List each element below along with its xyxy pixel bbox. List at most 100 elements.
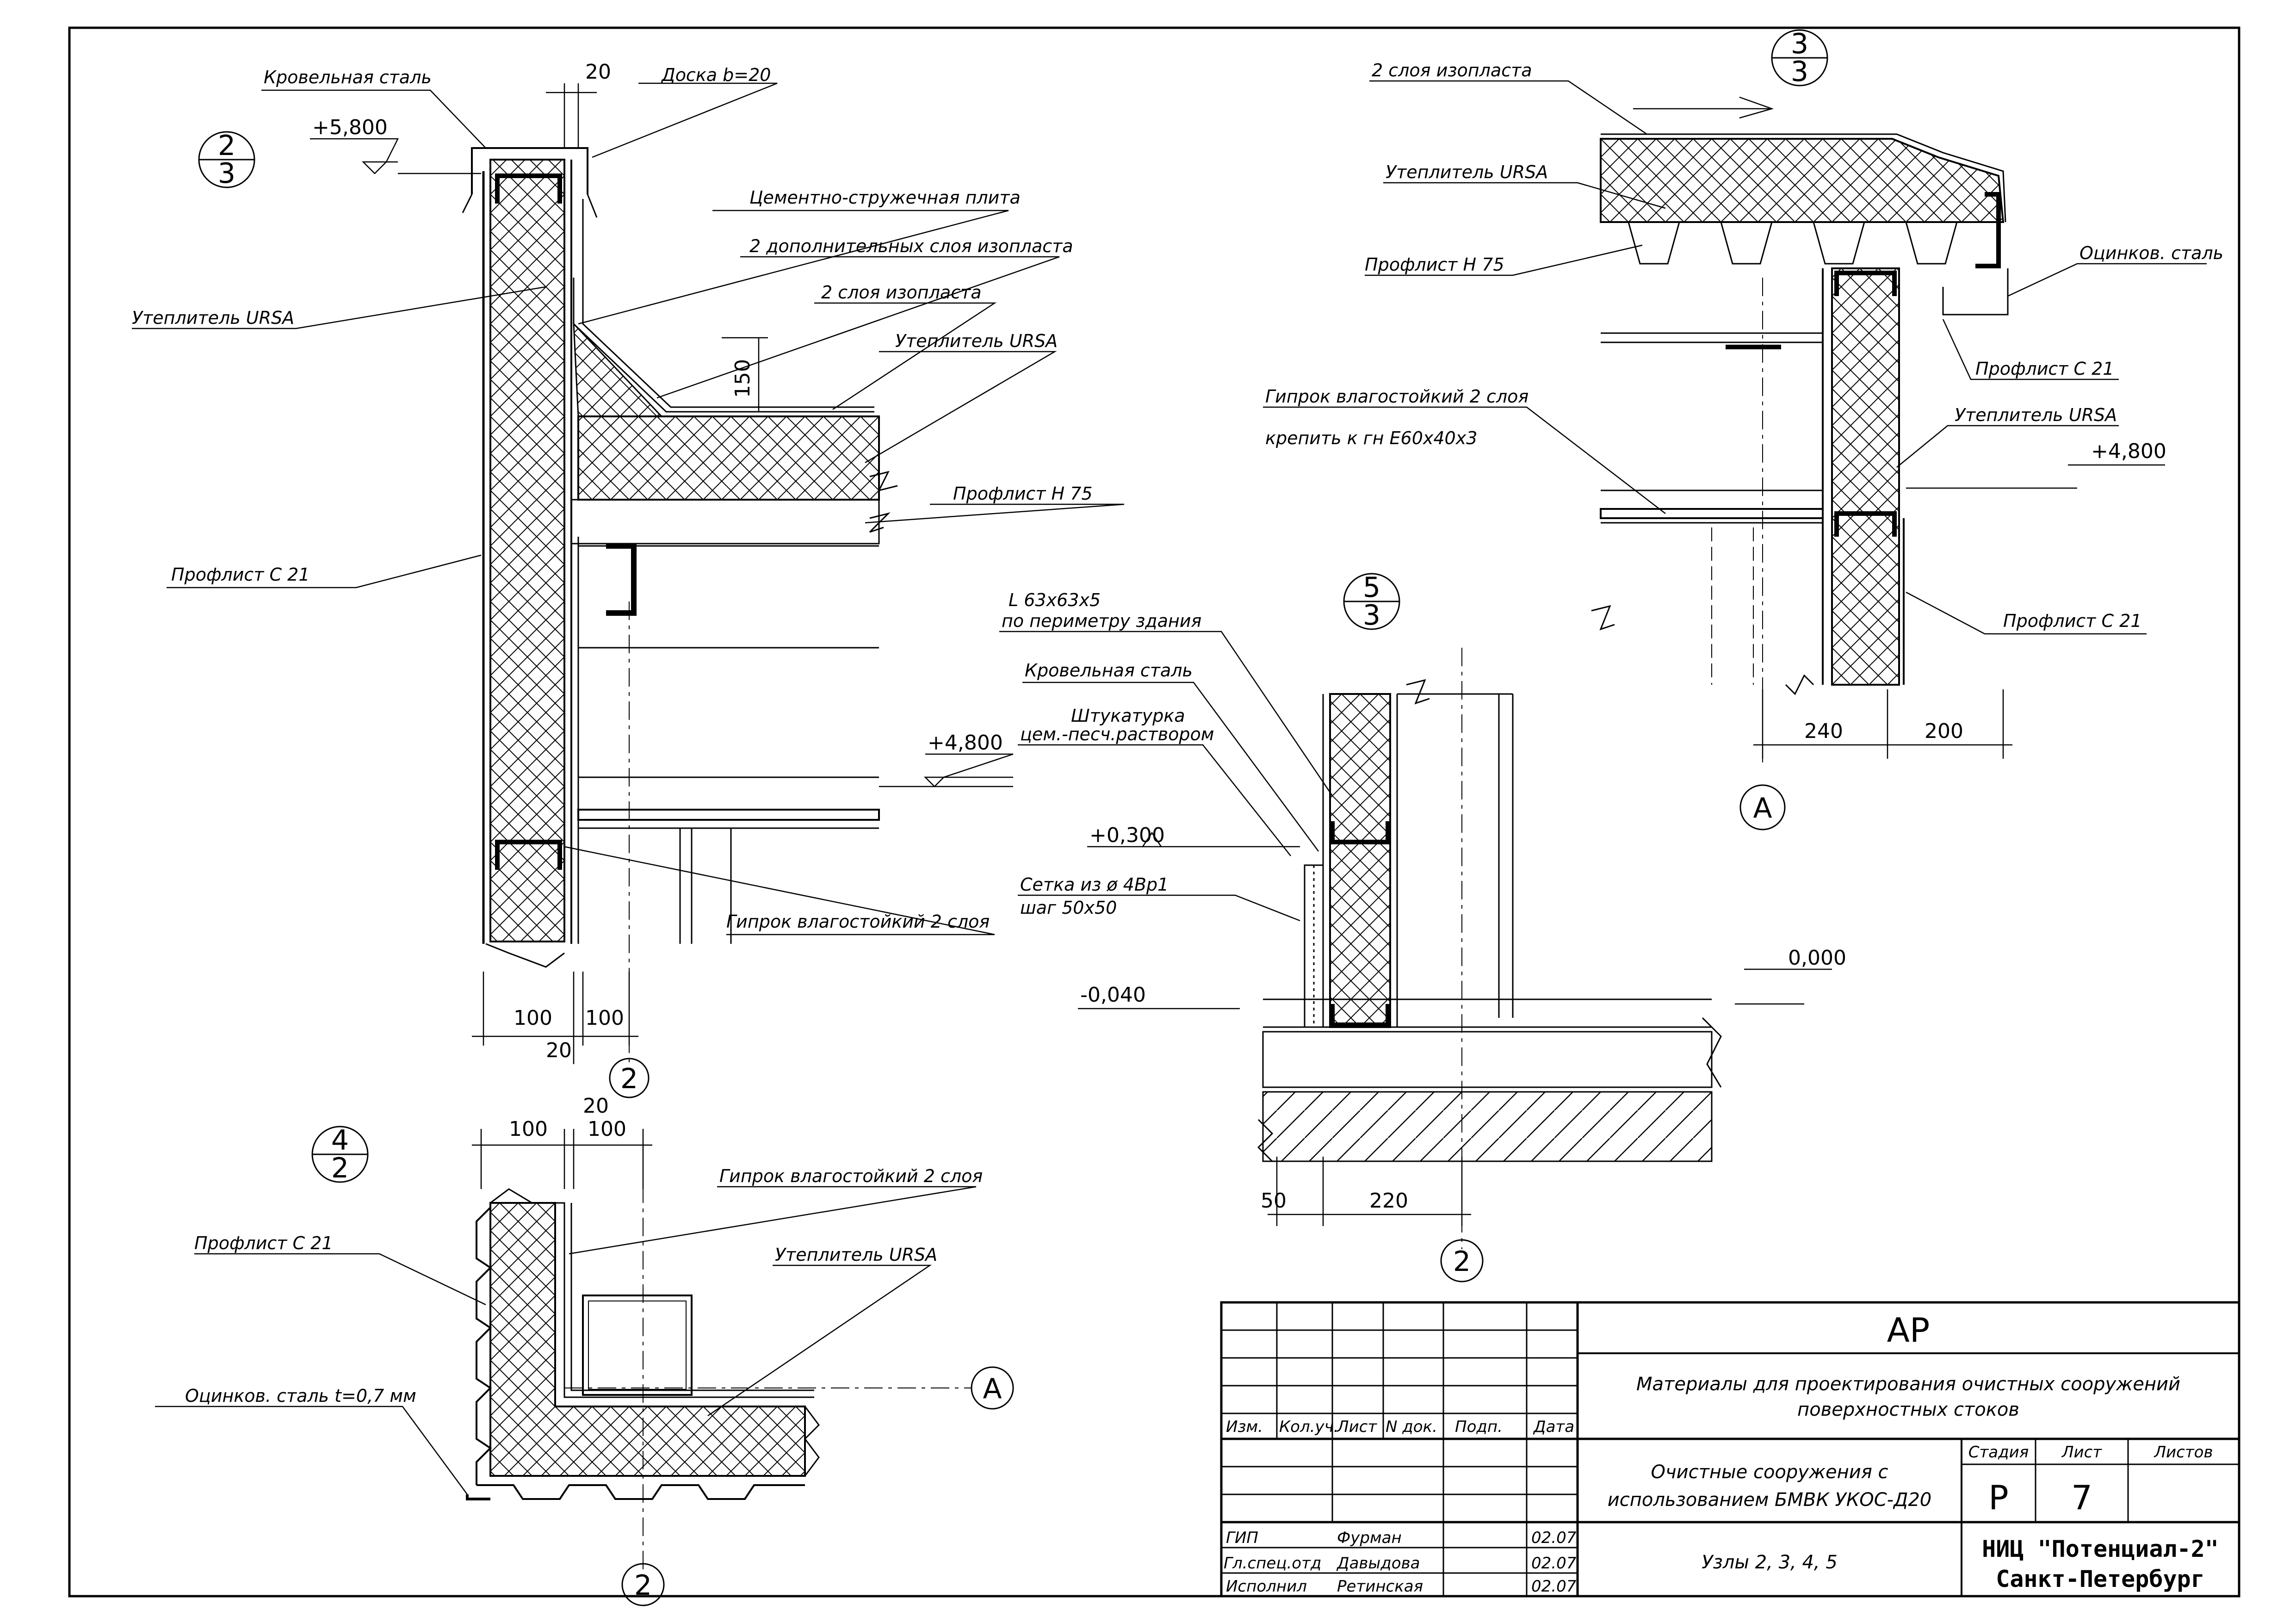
node42-bubble-top: 4	[331, 1124, 349, 1157]
node-3-3	[1591, 133, 2009, 763]
node23-texts: 2 3 Кровельная сталь 20 Доска b=20 +5,80…	[132, 60, 1093, 1095]
node53-level2: -0,040	[1080, 983, 1146, 1007]
node23-ins-right: Утеплитель URSA	[895, 331, 1058, 351]
node23-roof-insulation	[577, 415, 880, 501]
tb-header-stage: Стадия	[1968, 1443, 2029, 1462]
tb-r2-date: 02.07	[1531, 1554, 1577, 1573]
node42-axis-a: А	[983, 1373, 1002, 1405]
tb-r3-role: Исполнил	[1226, 1577, 1307, 1596]
tb-r2-role: Гл.спец.отд	[1224, 1554, 1321, 1573]
sheet-border	[68, 26, 2240, 1598]
node33-prof-n75: Профлист Н 75	[1365, 254, 1504, 275]
tb-object2: использованием БМВК УКОС-Д20	[1608, 1489, 1932, 1511]
node23-axis: 2	[620, 1063, 638, 1095]
node-4-2	[466, 1184, 972, 1573]
node33-dim-200: 200	[1925, 719, 1963, 743]
node33-dim-240: 240	[1804, 719, 1843, 743]
node23-bubble-bottom: 3	[218, 157, 235, 190]
tb-r1-name: Фурман	[1337, 1529, 1402, 1547]
tb-header-ndoc: N док.	[1386, 1418, 1437, 1436]
node23-dim-20b: 20	[546, 1039, 572, 1062]
node42-gyp: Гипрок влагостойкий 2 слоя	[719, 1166, 983, 1186]
node23-dim-100b: 100	[585, 1006, 624, 1030]
node53-bubble-bottom: 3	[1363, 599, 1380, 632]
node33-axis: А	[1753, 792, 1772, 824]
tb-header-data: Дата	[1533, 1418, 1574, 1436]
node42-zinc: Оцинков. сталь t=0,7 мм	[185, 1386, 416, 1406]
node23-two-layers: 2 слоя изопласта	[821, 282, 982, 303]
node33-prof-c21b: Профлист С 21	[2003, 611, 2142, 631]
node23-leaders	[132, 82, 1125, 1064]
node33-bubble-top: 3	[1791, 28, 1808, 60]
node42-texts: 4 2 100 20 100 Гипрок влагостойкий 2 сло…	[185, 1094, 1002, 1602]
node33-roof-insulation	[1600, 138, 2005, 223]
tb-org1: НИЦ "Потенциал-2"	[1982, 1536, 2219, 1562]
node42-dim-100a: 100	[509, 1117, 548, 1141]
tb-org2: Санкт-Петербург	[1996, 1566, 2205, 1592]
node53-bubble-top: 5	[1363, 571, 1380, 604]
node33-texts: 3 3 2 слоя изопласта Утеплитель URSA Про…	[1265, 28, 2223, 824]
node53-plaster2: цем.-песч.раствором	[1020, 724, 1214, 744]
node53-dim-220: 220	[1369, 1189, 1408, 1213]
node53-bubble	[1343, 573, 1484, 1282]
tb-project2: поверхностных стоков	[1797, 1399, 2019, 1420]
node33-level: +4,800	[2091, 440, 2166, 463]
node53-angle2: по периметру здания	[1002, 611, 1201, 631]
node23-dim-20: 20	[585, 60, 611, 84]
node23-dim-100a: 100	[514, 1006, 552, 1030]
node53-mesh2: шаг 50х50	[1020, 898, 1117, 918]
node23-csp: Цементно-стружечная плита	[749, 187, 1021, 208]
node33-gyp2: крепить к гн Е60х40х3	[1265, 428, 1477, 448]
title-block-texts: Изм. Кол.уч. Лист N док. Подп. Дата ГИП …	[1224, 1311, 2219, 1596]
node23-roof-steel: Кровельная сталь	[264, 67, 432, 87]
node33-gyp1: Гипрок влагостойкий 2 слоя	[1265, 386, 1529, 407]
node23-wall-insulation	[489, 159, 565, 942]
node42-dim-100b: 100	[588, 1117, 626, 1141]
node23-extra-layers: 2 дополнительных слоя изопласта	[749, 236, 1073, 256]
node33-bubble	[1739, 29, 1828, 830]
tb-header-podp: Подп.	[1455, 1418, 1503, 1436]
tb-header-sheets: Листов	[2153, 1443, 2213, 1462]
node33-prof-c21a: Профлист С 21	[1975, 359, 2114, 379]
node53-plaster1: Штукатурка	[1071, 706, 1185, 726]
node53-angle1: L 63х63х5	[1009, 590, 1101, 610]
node42-insulation	[489, 1202, 806, 1477]
tb-project1: Материалы для проектирования очистных со…	[1636, 1374, 2180, 1395]
node33-ins2: Утеплитель URSA	[1955, 405, 2117, 425]
node33-ins1: Утеплитель URSA	[1386, 162, 1548, 182]
tb-r1-date: 02.07	[1531, 1529, 1577, 1547]
node42-dim-20: 20	[583, 1094, 609, 1118]
node33-wall-insulation	[1831, 267, 1900, 686]
node23-bubble-top: 2	[218, 130, 235, 162]
node23-dim-150: 150	[731, 359, 755, 398]
node33-bubble-bottom: 3	[1791, 56, 1808, 88]
tb-r2-name: Давыдова	[1336, 1554, 1420, 1573]
node33-zinc: Оцинков. сталь	[2079, 243, 2223, 263]
tb-header-list: Лист	[1336, 1418, 1377, 1436]
tb-sheet-name: Узлы 2, 3, 4, 5	[1702, 1552, 1838, 1573]
node42-bubble	[311, 1126, 1014, 1606]
tb-code: АР	[1887, 1311, 1930, 1350]
node53-level3: 0,000	[1788, 946, 1846, 970]
node42-bubble-bottom: 2	[331, 1152, 349, 1184]
tb-header-kol: Кол.уч.	[1279, 1418, 1339, 1436]
node23-level-mid: +4,800	[928, 731, 1003, 755]
node53-mesh1: Сетка из ø 4Вр1	[1020, 874, 1169, 895]
node23-ins-left: Утеплитель URSA	[132, 308, 294, 328]
tb-r3-name: Ретинская	[1337, 1577, 1423, 1596]
node33-two-layers: 2 слоя изопласта	[1372, 60, 1532, 81]
node53-wall-insulation	[1329, 693, 1391, 1028]
node23-board: Доска b=20	[661, 65, 771, 85]
node42-prof-c21: Профлист С 21	[194, 1233, 333, 1253]
title-block	[1220, 1301, 2240, 1598]
node53-texts: 5 3 L 63х63х5 по периметру здания Кровел…	[1002, 571, 1846, 1278]
node53-concrete	[1262, 1031, 1713, 1088]
node23-gyp: Гипрок влагостойкий 2 слоя	[726, 911, 990, 932]
node42-ins: Утеплитель URSA	[775, 1245, 937, 1265]
node33-leaders	[1263, 80, 2207, 759]
node53-leaders	[999, 631, 1832, 1226]
tb-r3-date: 02.07	[1531, 1577, 1577, 1596]
node53-axis: 2	[1453, 1245, 1471, 1278]
node23-parapet-cap	[471, 147, 588, 194]
